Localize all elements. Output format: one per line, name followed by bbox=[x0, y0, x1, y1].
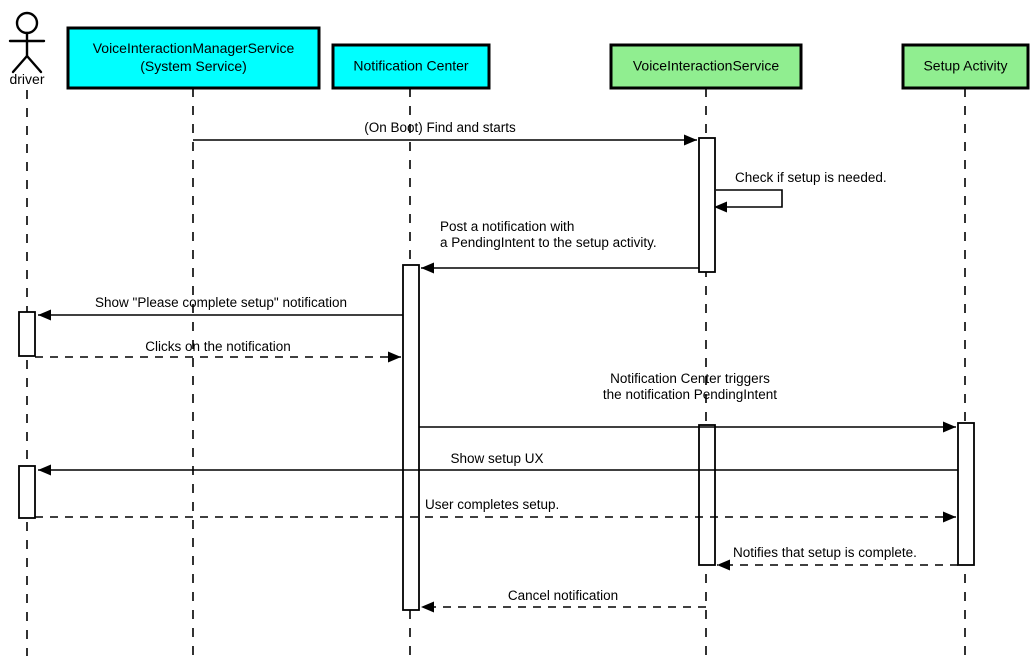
message-label-line: Check if setup is needed. bbox=[735, 170, 887, 185]
activation-bar-driver-1 bbox=[18, 465, 36, 519]
message-clicks-on-the-notification[interactable]: Clicks on the notification bbox=[35, 339, 401, 363]
activation-bar-voice-interaction-service-4 bbox=[698, 424, 716, 566]
activation-bar-setup-activity-5 bbox=[957, 422, 975, 566]
message-label-show-please-complete-setup-notification: Show "Please complete setup" notificatio… bbox=[95, 295, 347, 310]
participant-box-setup-activity[interactable] bbox=[901, 43, 1030, 90]
message-label-line: Cancel notification bbox=[508, 588, 618, 603]
message-label-line: Notification Center triggers bbox=[610, 371, 770, 386]
arrowhead-show-setup-ux bbox=[38, 464, 51, 476]
message-label-line: (On Boot) Find and starts bbox=[364, 120, 516, 135]
message-label-user-completes-setup: User completes setup. bbox=[425, 497, 559, 512]
participant-label-line: VoiceInteractionManagerService bbox=[93, 40, 295, 56]
message-label-line: Post a notification with bbox=[440, 219, 574, 234]
message-check-if-setup-is-needed[interactable]: Check if setup is needed. bbox=[714, 170, 887, 213]
participant-label-line: Notification Center bbox=[353, 57, 469, 73]
participant-box-vims[interactable] bbox=[66, 26, 321, 90]
participant-label-voice-interaction-service: VoiceInteractionService bbox=[633, 57, 780, 73]
participant-label-setup-activity: Setup Activity bbox=[923, 57, 1007, 73]
actor-group: driver bbox=[8, 11, 46, 87]
arrowhead-notifies-that-setup-is-complete bbox=[717, 559, 730, 571]
message-label-on-boot-find-and-starts: (On Boot) Find and starts bbox=[364, 120, 516, 135]
message-label-show-setup-ux: Show setup UX bbox=[450, 451, 543, 466]
participant-label-line: (System Service) bbox=[140, 58, 247, 74]
actor-label-driver: driver bbox=[9, 71, 44, 87]
message-label-line: Notifies that setup is complete. bbox=[733, 545, 917, 560]
message-label-clicks-on-the-notification: Clicks on the notification bbox=[145, 339, 291, 354]
activation-bars-group bbox=[18, 137, 975, 611]
message-label-line: Clicks on the notification bbox=[145, 339, 291, 354]
message-path-check-if-setup-is-needed bbox=[716, 189, 783, 208]
participant-box-notification-center[interactable] bbox=[331, 43, 491, 90]
activation-bar-driver-0 bbox=[18, 311, 36, 357]
activation-bar-voice-interaction-service-3 bbox=[698, 137, 716, 273]
actor-head-icon bbox=[15, 11, 39, 35]
participant-setup-activity[interactable]: Setup Activity bbox=[901, 43, 1030, 90]
arrowhead-user-completes-setup bbox=[943, 511, 956, 523]
actor-leg-right-icon bbox=[25, 54, 43, 74]
actor-leg-left-icon bbox=[11, 54, 29, 74]
actor-driver[interactable]: driver bbox=[8, 11, 46, 87]
participant-label-notification-center: Notification Center bbox=[353, 57, 469, 73]
message-label-cancel-notification: Cancel notification bbox=[508, 588, 618, 603]
activation-bar-notification-center-2 bbox=[402, 264, 420, 611]
participant-label-vims: VoiceInteractionManagerService (System Se… bbox=[93, 40, 295, 74]
message-label-line: User completes setup. bbox=[425, 497, 559, 512]
participant-notification-center[interactable]: Notification Center bbox=[331, 43, 491, 90]
participant-voice-interaction-service[interactable]: VoiceInteractionService bbox=[609, 43, 803, 90]
message-show-please-complete-setup-notification[interactable]: Show "Please complete setup" notificatio… bbox=[38, 295, 403, 321]
arrowhead-post-notification-pending-intent bbox=[421, 262, 434, 274]
arrowhead-cancel-notification bbox=[421, 601, 434, 613]
message-label-line: Show "Please complete setup" notificatio… bbox=[95, 295, 347, 310]
arrowhead-on-boot-find-and-starts bbox=[684, 134, 697, 146]
message-on-boot-find-and-starts[interactable]: (On Boot) Find and starts bbox=[193, 120, 697, 146]
message-label-check-if-setup-is-needed: Check if setup is needed. bbox=[735, 170, 887, 185]
message-cancel-notification[interactable]: Cancel notification bbox=[421, 588, 706, 613]
participant-box-voice-interaction-service[interactable] bbox=[609, 43, 803, 90]
message-label-line: Show setup UX bbox=[450, 451, 543, 466]
arrowhead-show-please-complete-setup-notification bbox=[38, 309, 51, 321]
participant-boxes-group: VoiceInteractionManagerService (System Se… bbox=[66, 26, 1030, 90]
arrowhead-clicks-on-the-notification bbox=[388, 351, 401, 363]
participant-vims[interactable]: VoiceInteractionManagerService (System Se… bbox=[66, 26, 321, 90]
arrowhead-notification-center-triggers-pending-intent bbox=[943, 421, 956, 433]
message-label-line: the notification PendingIntent bbox=[603, 387, 777, 402]
message-user-completes-setup[interactable]: User completes setup. bbox=[35, 497, 956, 523]
message-label-line: a PendingIntent to the setup activity. bbox=[440, 235, 657, 250]
arrowhead-check-if-setup-is-needed bbox=[714, 201, 727, 213]
message-show-setup-ux[interactable]: Show setup UX bbox=[38, 451, 958, 476]
participant-label-line: VoiceInteractionService bbox=[633, 57, 780, 73]
message-label-notifies-that-setup-is-complete: Notifies that setup is complete. bbox=[733, 545, 917, 560]
participant-label-line: Setup Activity bbox=[923, 57, 1007, 73]
message-notifies-that-setup-is-complete[interactable]: Notifies that setup is complete. bbox=[717, 545, 958, 571]
